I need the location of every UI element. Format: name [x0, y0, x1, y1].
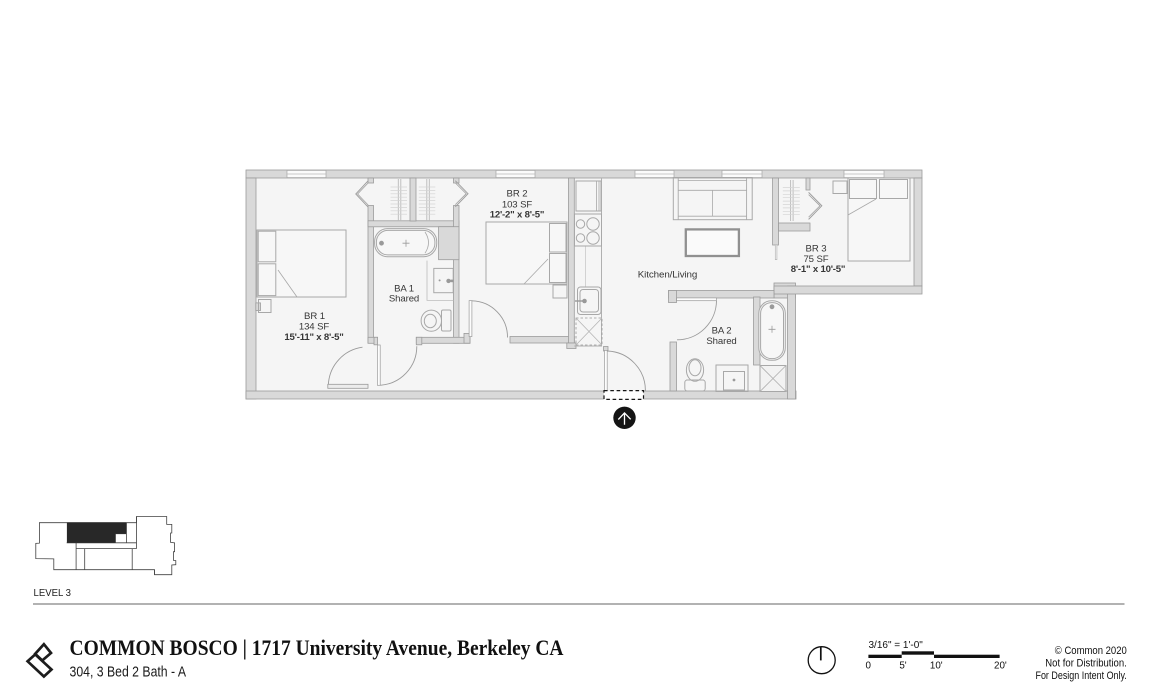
svg-text:BR 2: BR 2: [507, 189, 528, 200]
svg-text:LEVEL 3: LEVEL 3: [34, 588, 72, 599]
svg-text:8'-1" x 10'-5": 8'-1" x 10'-5": [791, 264, 846, 275]
svg-text:304, 3 Bed 2 Bath - A: 304, 3 Bed 2 Bath - A: [70, 664, 187, 680]
svg-text:20': 20': [994, 660, 1007, 671]
svg-text:12'-2" x 8'-5": 12'-2" x 8'-5": [490, 210, 545, 221]
svg-text:0: 0: [865, 660, 871, 671]
svg-text:103 SF: 103 SF: [502, 199, 533, 210]
svg-text:Shared: Shared: [706, 336, 736, 347]
svg-text:For Design Intent Only.: For Design Intent Only.: [1036, 670, 1127, 682]
svg-text:Shared: Shared: [389, 294, 419, 305]
svg-text:BR 1: BR 1: [304, 311, 325, 322]
svg-text:COMMON BOSCO | 1717 University: COMMON BOSCO | 1717 University Avenue, B…: [70, 635, 564, 660]
svg-text:15'-11" x 8'-5": 15'-11" x 8'-5": [284, 332, 343, 343]
svg-text:BA 2: BA 2: [712, 326, 732, 337]
svg-text:BR 3: BR 3: [806, 244, 827, 255]
svg-text:10': 10': [930, 660, 943, 671]
svg-text:75 SF: 75 SF: [803, 254, 828, 265]
svg-text:BA 1: BA 1: [394, 283, 414, 294]
svg-text:5': 5': [899, 660, 906, 671]
svg-text:Not for Distribution.: Not for Distribution.: [1045, 658, 1127, 670]
svg-text:3/16" = 1'-0": 3/16" = 1'-0": [869, 640, 924, 651]
svg-text:© Common 2020: © Common 2020: [1055, 645, 1127, 657]
svg-text:Kitchen/Living: Kitchen/Living: [638, 269, 698, 280]
svg-text:134 SF: 134 SF: [299, 321, 330, 332]
